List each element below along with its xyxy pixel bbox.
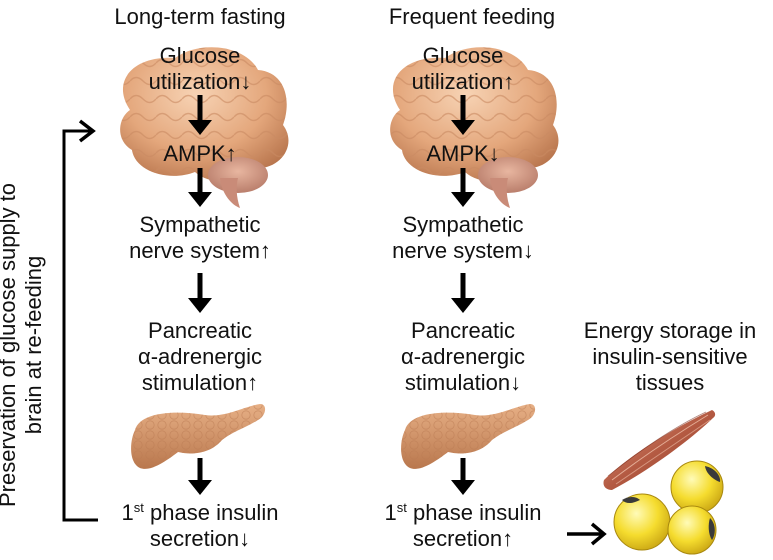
column-title-feeding: Frequent feeding <box>388 4 556 29</box>
utilization-label: utilization↑ <box>411 69 515 94</box>
utilization-label: utilization↓ <box>148 69 252 94</box>
pancreas-illustration-fasting <box>131 404 266 469</box>
sympathetic-label: Sympathetic <box>139 212 261 237</box>
insulin-phase-number: 1 <box>121 500 134 525</box>
secretion-label: secretion↓ <box>149 526 251 551</box>
insulin-phase-text: phase insulin <box>143 500 279 525</box>
energy-line-1: Energy storage in <box>583 318 757 343</box>
insulin-phase-text: phase insulin <box>406 500 542 525</box>
pancreatic-stimulation-fasting: Pancreatic α-adrenergic stimulation↑ <box>110 318 290 396</box>
insulin-phase-number: 1 <box>384 500 397 525</box>
energy-line-3: tissues <box>635 370 705 395</box>
secretion-label: secretion↑ <box>412 526 514 551</box>
energy-line-2: insulin-sensitive <box>592 344 748 369</box>
pancreatic-stimulation-feeding: Pancreatic α-adrenergic stimulation↓ <box>373 318 553 396</box>
nerve-system-label: nerve system↓ <box>392 238 534 263</box>
arrow-to-tissues <box>567 522 607 546</box>
column-title-fasting: Long-term fasting <box>114 4 286 29</box>
insulin-phase-ordinal: st <box>396 500 407 515</box>
adrenergic-label: α-adrenergic <box>138 344 262 369</box>
insulin-secretion-fasting: 1st phase insulin secretion↓ <box>100 500 300 552</box>
stimulation-label: stimulation↑ <box>141 370 259 395</box>
stimulation-label: stimulation↓ <box>404 370 522 395</box>
ampk-feeding: AMPK↓ <box>426 141 500 166</box>
insulin-secretion-feeding: 1st phase insulin secretion↑ <box>363 500 563 552</box>
side-label-line-2: brain at re-feeding <box>21 255 46 435</box>
muscle-illustration <box>603 410 716 490</box>
insulin-phase-label: 1st phase insulin <box>363 500 563 526</box>
pancreatic-label: Pancreatic <box>148 318 252 343</box>
sympathetic-feeding: Sympathetic nerve system↓ <box>373 212 553 264</box>
glucose-label: Glucose <box>422 43 504 68</box>
glucose-utilization-fasting: Glucose utilization↓ <box>130 43 270 95</box>
pancreas-illustration-feeding <box>401 404 536 469</box>
fat-cell-illustration <box>613 460 724 555</box>
insulin-phase-ordinal: st <box>133 500 144 515</box>
adrenergic-label: α-adrenergic <box>401 344 525 369</box>
flow-arrows-feeding <box>451 95 475 495</box>
glucose-label: Glucose <box>159 43 241 68</box>
brain-illustration-fasting <box>120 47 289 208</box>
brain-illustration-feeding <box>390 47 559 208</box>
glucose-utilization-feeding: Glucose utilization↑ <box>393 43 533 95</box>
glucose-preservation-label: Preservation of glucose supply to brain … <box>0 180 51 510</box>
ampk-fasting: AMPK↑ <box>163 141 237 166</box>
side-label-line-1: Preservation of glucose supply to <box>0 182 20 508</box>
nerve-system-label: nerve system↑ <box>129 238 271 263</box>
flow-arrows-fasting <box>188 95 212 495</box>
insulin-phase-label: 1st phase insulin <box>100 500 300 526</box>
sympathetic-label: Sympathetic <box>402 212 524 237</box>
sympathetic-fasting: Sympathetic nerve system↑ <box>110 212 290 264</box>
feedback-bracket <box>62 119 98 522</box>
energy-storage-label: Energy storage in insulin-sensitive tiss… <box>567 318 773 396</box>
pancreatic-label: Pancreatic <box>411 318 515 343</box>
